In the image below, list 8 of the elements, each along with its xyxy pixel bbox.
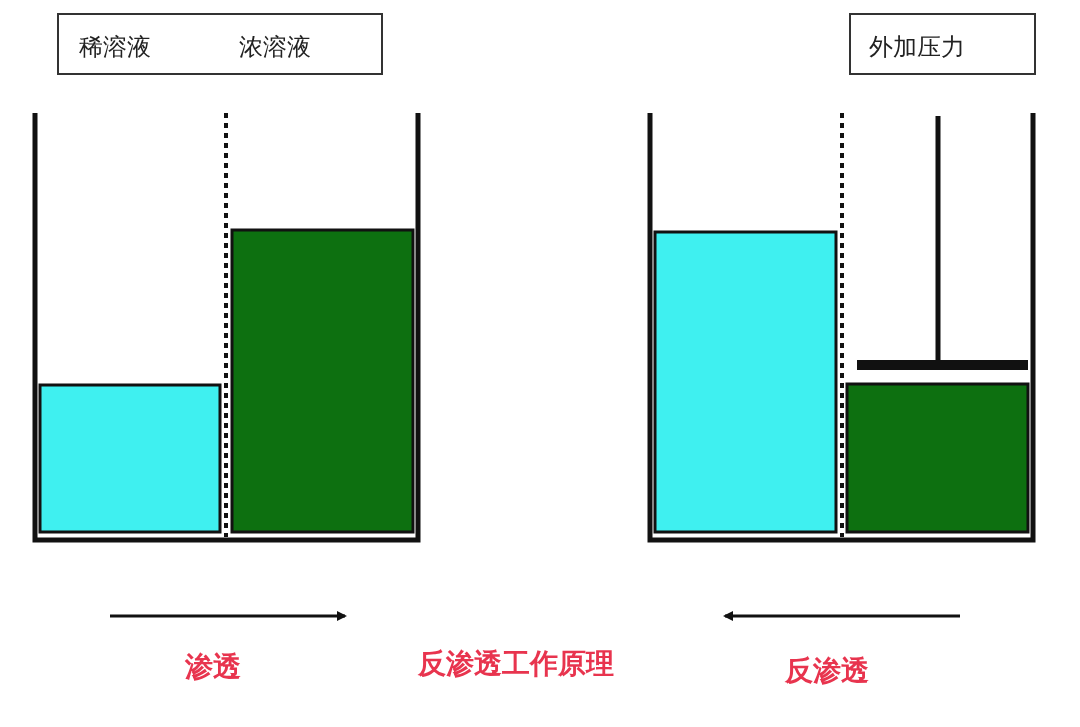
process-label: 渗透 xyxy=(185,649,241,685)
solution-label: 稀溶液 xyxy=(79,32,151,63)
solution-label: 浓溶液 xyxy=(239,32,311,63)
process-label: 反渗透 xyxy=(785,653,869,689)
label-box xyxy=(849,13,1036,75)
title: 反渗透工作原理 xyxy=(418,646,614,682)
solution-label: 外加压力 xyxy=(869,32,965,63)
label-box xyxy=(57,13,383,75)
